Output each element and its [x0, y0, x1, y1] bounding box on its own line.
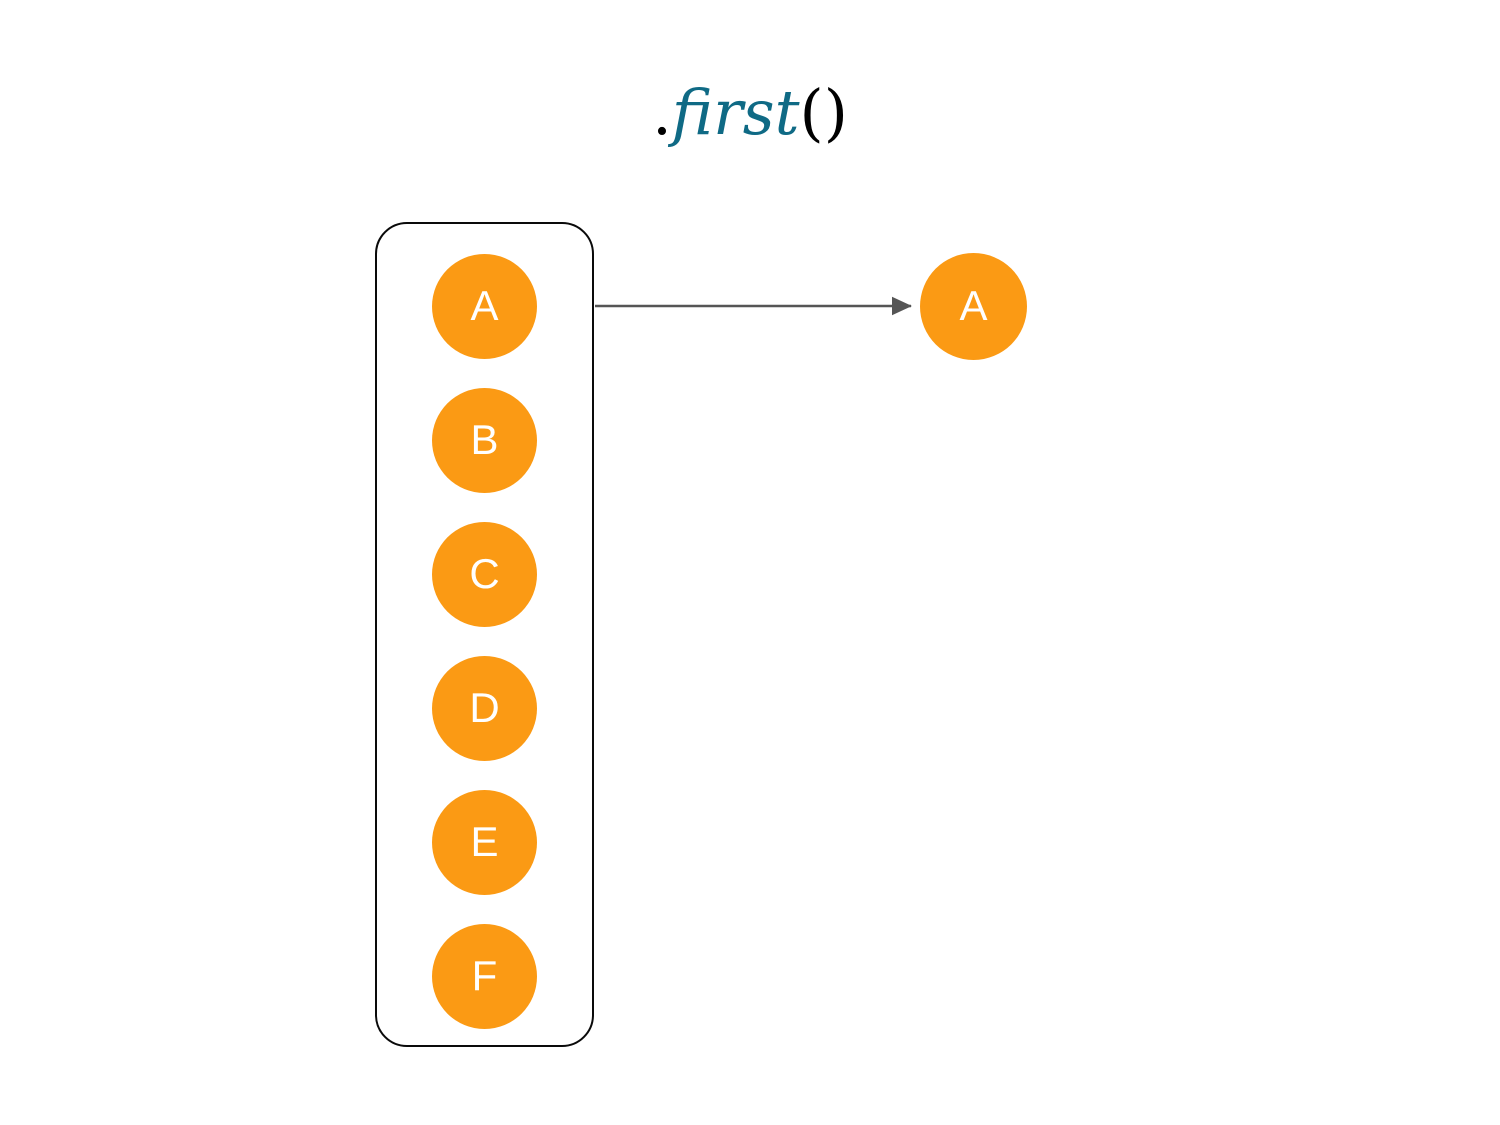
collection-node-c[interactable]: C — [432, 522, 537, 627]
title-trailing-punctuation: () — [799, 76, 848, 149]
title-method-name: first — [671, 76, 800, 149]
collection-node-b[interactable]: B — [432, 388, 537, 493]
node-label: C — [469, 549, 500, 597]
node-label: F — [471, 951, 498, 999]
node-label: A — [470, 281, 499, 329]
title-leading-punctuation: . — [652, 76, 672, 149]
collection-node-f[interactable]: F — [432, 924, 537, 1029]
page-title: .first() — [0, 78, 1500, 148]
node-label: E — [470, 817, 499, 865]
collection-node-d[interactable]: D — [432, 656, 537, 761]
collection-node-e[interactable]: E — [432, 790, 537, 895]
source-collection-container — [375, 222, 594, 1047]
collection-node-a[interactable]: A — [432, 254, 537, 359]
result-node-a[interactable]: A — [920, 253, 1027, 360]
node-label: B — [470, 415, 499, 463]
node-label: D — [469, 683, 500, 731]
node-label: A — [959, 281, 988, 329]
